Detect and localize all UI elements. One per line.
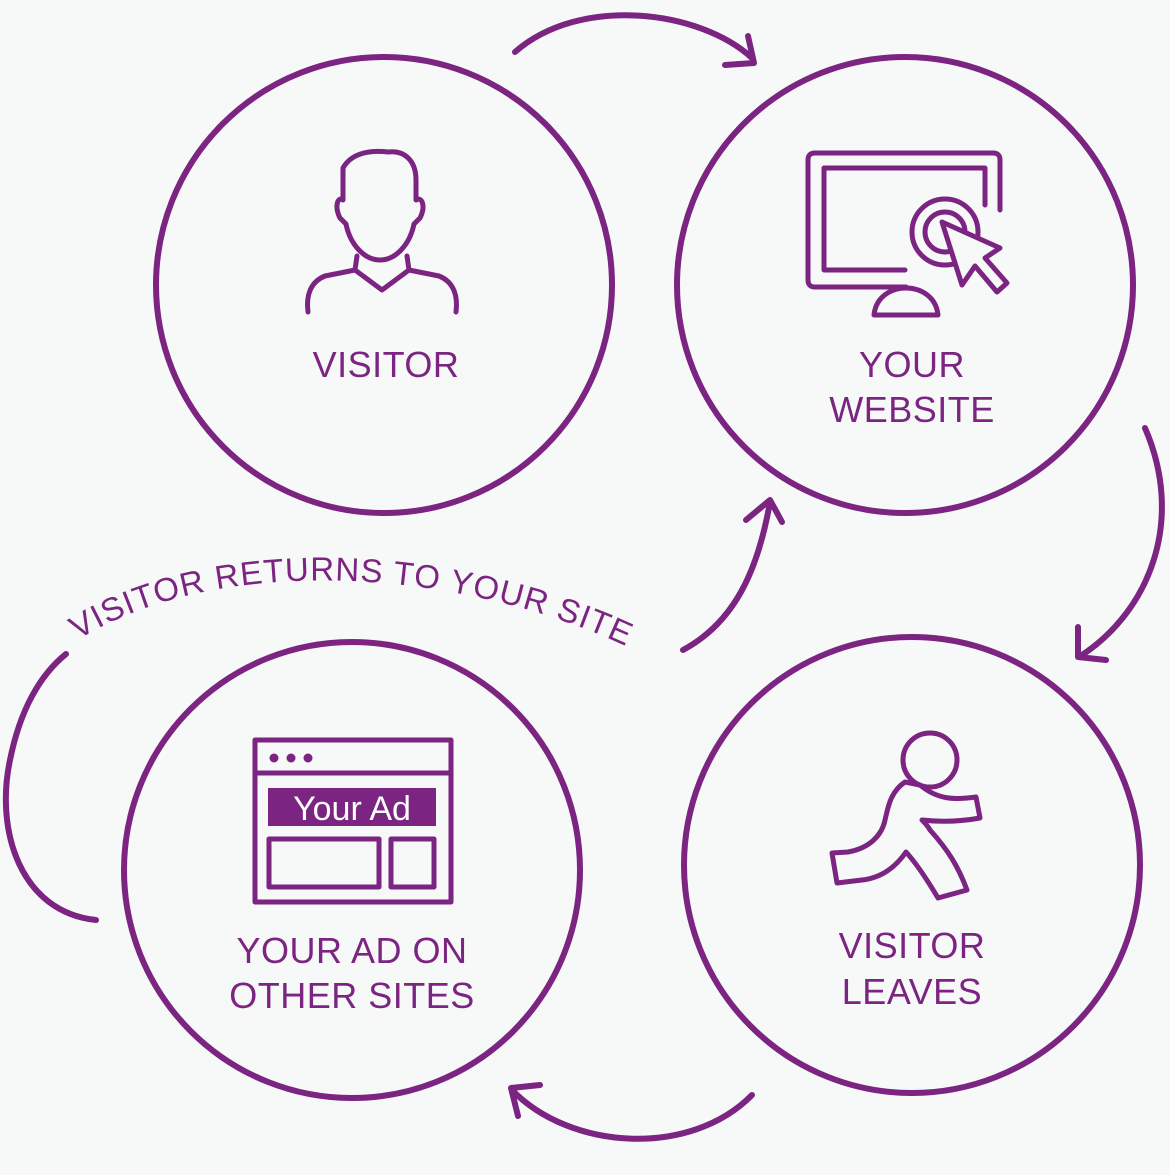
- return-curve-label: VISITOR RETURNS TO YOUR SITE: [63, 550, 639, 652]
- ad-node-circle: [121, 639, 583, 1101]
- arrow-return-to-website: [680, 497, 785, 653]
- arrow-visitor-to-website: [512, 12, 757, 68]
- leaves-label-line1: VISITOR: [839, 925, 986, 966]
- ad-banner-text: Your Ad: [293, 790, 411, 828]
- visitor-leaves-node-circle: [681, 634, 1143, 1096]
- visitor-node-circle: [153, 54, 615, 516]
- arrow-leaves-to-ad: [508, 1082, 755, 1142]
- browser-window-dots: [269, 753, 313, 763]
- website-label-line2: WEBSITE: [829, 389, 995, 430]
- website-node-circle: [674, 54, 1136, 516]
- ad-label-line1: YOUR AD ON: [236, 930, 467, 971]
- monitor-click-icon: [805, 150, 1010, 318]
- return-label-path: VISITOR RETURNS TO YOUR SITE: [63, 550, 638, 652]
- running-person-icon: [829, 730, 983, 901]
- arrow-ad-to-return-curve: [2, 651, 99, 923]
- person-icon: [305, 148, 459, 315]
- browser-ad-icon: [252, 737, 454, 905]
- visitor-label: VISITOR: [313, 344, 460, 385]
- website-label-line1: YOUR: [859, 344, 965, 385]
- leaves-label-line2: LEAVES: [842, 971, 982, 1012]
- ad-label-line2: OTHER SITES: [229, 975, 475, 1016]
- ad-banner: [268, 788, 436, 826]
- arrow-website-to-leaves: [1075, 425, 1165, 663]
